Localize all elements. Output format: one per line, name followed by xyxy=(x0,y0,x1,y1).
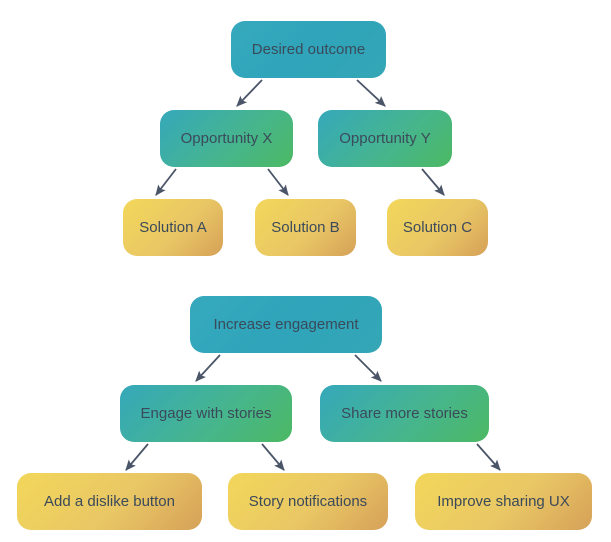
node-label: Increase engagement xyxy=(213,315,359,333)
node-t2-opp-2[interactable]: Share more stories xyxy=(320,385,489,442)
node-label: Engage with stories xyxy=(140,404,272,422)
arrow-t1-outcome-to-t1-opp-x xyxy=(236,79,263,107)
arrow-t1-opp-x-to-t1-sol-b xyxy=(267,168,289,196)
arrow-t2-outcome-to-t2-opp-2 xyxy=(354,354,382,382)
node-label: Opportunity X xyxy=(180,129,273,147)
node-t1-sol-a[interactable]: Solution A xyxy=(123,199,223,256)
arrow-t2-opp-1-to-t2-sol-2 xyxy=(261,443,285,471)
node-t2-opp-1[interactable]: Engage with stories xyxy=(120,385,292,442)
node-label: Solution B xyxy=(271,218,340,236)
node-t2-sol-3[interactable]: Improve sharing UX xyxy=(415,473,592,530)
node-label: Add a dislike button xyxy=(44,492,175,510)
node-label: Solution A xyxy=(139,218,207,236)
node-t1-outcome[interactable]: Desired outcome xyxy=(231,21,386,78)
node-t2-outcome[interactable]: Increase engagement xyxy=(190,296,382,353)
arrow-t2-opp-1-to-t2-sol-1 xyxy=(125,443,149,471)
node-t2-sol-1[interactable]: Add a dislike button xyxy=(17,473,202,530)
arrow-t1-opp-y-to-t1-sol-c xyxy=(421,168,445,196)
node-label: Solution C xyxy=(402,218,473,236)
node-t1-opp-y[interactable]: Opportunity Y xyxy=(318,110,452,167)
node-t1-sol-c[interactable]: Solution C xyxy=(387,199,488,256)
node-label: Desired outcome xyxy=(251,40,366,58)
node-t1-sol-b[interactable]: Solution B xyxy=(255,199,356,256)
node-label: Improve sharing UX xyxy=(437,492,570,510)
arrow-t1-outcome-to-t1-opp-y xyxy=(356,79,386,107)
node-label: Share more stories xyxy=(341,404,468,422)
node-t2-sol-2[interactable]: Story notifications xyxy=(228,473,388,530)
arrow-t2-outcome-to-t2-opp-1 xyxy=(195,354,221,382)
arrow-t2-opp-2-to-t2-sol-3 xyxy=(476,443,501,471)
arrow-t1-opp-x-to-t1-sol-a xyxy=(155,168,177,196)
node-label: Opportunity Y xyxy=(339,129,431,147)
node-t1-opp-x[interactable]: Opportunity X xyxy=(160,110,293,167)
node-label: Story notifications xyxy=(248,492,368,510)
